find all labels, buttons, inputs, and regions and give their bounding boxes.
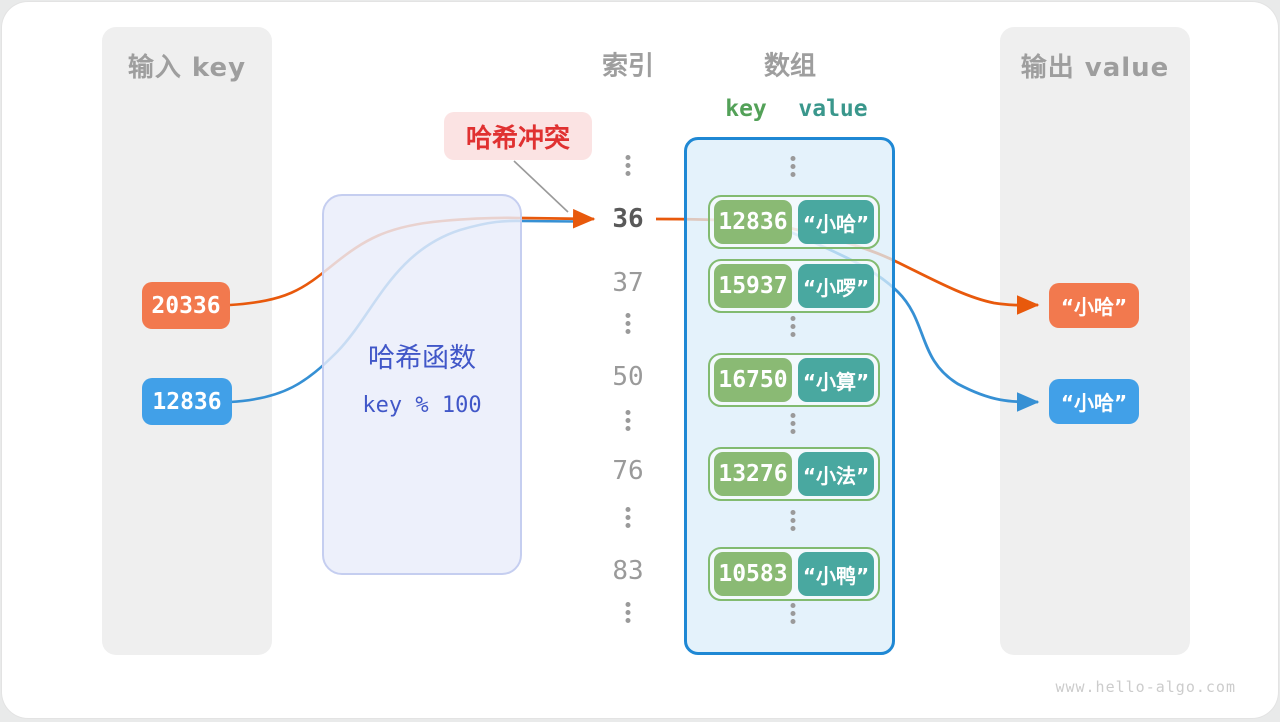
bucket-key: 10583: [714, 552, 792, 596]
bucket-row: 10583 “小鸭”: [708, 547, 880, 601]
value-header: value: [798, 96, 868, 122]
bucket-row: 13276 “小法”: [708, 447, 880, 501]
curve-blue-stub: [519, 219, 579, 223]
array-ellipsis: [790, 413, 796, 418]
index-ellipsis: [625, 313, 631, 318]
index-50: 50: [612, 362, 644, 392]
bucket-row: 12836 “小哈”: [708, 195, 880, 249]
array-ellipsis: [790, 156, 796, 161]
bucket-key: 12836: [714, 200, 792, 244]
key-header: key: [725, 96, 767, 122]
index-36: 36: [612, 204, 644, 234]
output-panel: 输出 value: [1000, 27, 1190, 655]
array-ellipsis: [790, 510, 796, 515]
input-panel-title: 输入 key: [127, 53, 247, 83]
bucket-key: 15937: [714, 264, 792, 308]
collision-pointer-line: [513, 160, 569, 213]
bucket-key: 13276: [714, 452, 792, 496]
watermark: www.hello-algo.com: [1055, 678, 1236, 696]
arrow-to-index: [519, 208, 596, 229]
index-76: 76: [612, 456, 644, 486]
input-key-12836: 12836: [142, 378, 232, 425]
input-key-20336: 20336: [142, 282, 230, 329]
index-83: 83: [612, 556, 644, 586]
bucket-key: 16750: [714, 358, 792, 402]
output-panel-title: 输出 value: [1020, 53, 1170, 83]
bucket-value: “小法”: [797, 452, 874, 496]
array-column-title: 数组: [763, 51, 817, 82]
array-ellipsis: [790, 316, 796, 321]
bucket-value: “小啰”: [797, 264, 874, 308]
index-37: 37: [612, 268, 644, 298]
index-ellipsis: [625, 602, 631, 607]
hash-collision-label: 哈希冲突: [444, 112, 592, 160]
index-ellipsis: [625, 507, 631, 512]
output-value-blue: “小哈”: [1049, 379, 1139, 424]
hash-function-formula: key % 100: [362, 393, 482, 418]
bucket-row: 16750 “小算”: [708, 353, 880, 407]
array-container: 12836 “小哈” 15937 “小啰” 16750 “小算” 13276 “…: [684, 137, 895, 655]
bucket-value: “小哈”: [797, 200, 874, 244]
index-ellipsis: [625, 155, 631, 160]
bucket-value: “小算”: [797, 358, 874, 402]
hash-function-box: 哈希函数 key % 100: [322, 194, 522, 575]
index-ellipsis: [625, 410, 631, 415]
hash-function-title: 哈希函数: [368, 343, 476, 374]
array-ellipsis: [790, 603, 796, 608]
bucket-row: 15937 “小啰”: [708, 259, 880, 313]
index-column-title: 索引: [601, 51, 655, 82]
output-value-orange: “小哈”: [1049, 283, 1139, 328]
input-panel: 输入 key: [102, 27, 272, 655]
bucket-value: “小鸭”: [797, 552, 874, 596]
